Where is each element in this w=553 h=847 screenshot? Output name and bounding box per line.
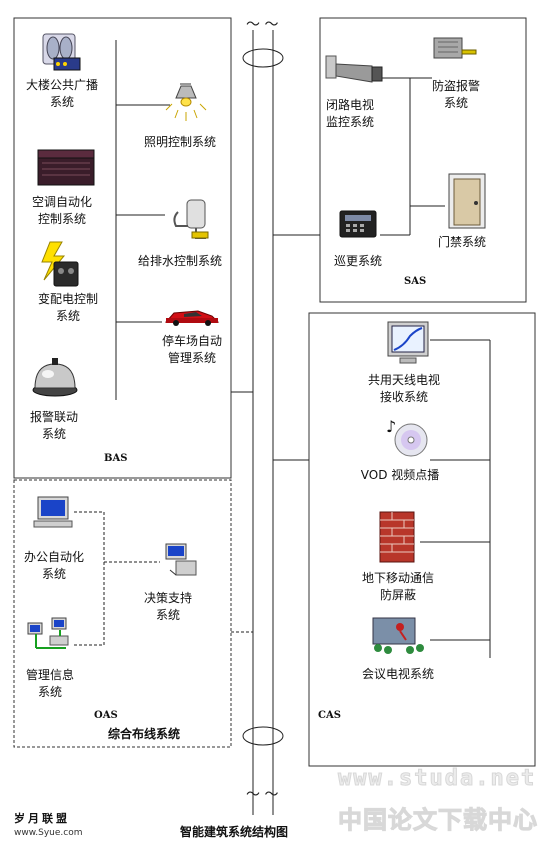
node-conference-line1: 会议电视系统 (361, 667, 435, 681)
node-hvac-line1: 空调自动化 (31, 195, 93, 209)
node-patrol: 巡更系统 (334, 253, 382, 270)
node-broadcast-line1: 大楼公共广播 (25, 78, 99, 92)
music-disc-icon: ♪ (386, 417, 428, 457)
bus-break-bottom: ～ ～ (246, 787, 279, 803)
node-decision: 决策支持 系统 (144, 590, 192, 624)
oas-box (13, 479, 232, 748)
node-conference: 会议电视系统 (362, 666, 434, 683)
burglar-alarm-icon (433, 37, 477, 59)
node-broadcast: 大楼公共广播 系统 (26, 77, 98, 111)
node-broadcast-line2: 系统 (49, 95, 75, 109)
group-label-oas: OAS (94, 710, 118, 721)
logo-url: www.Syue.com (14, 828, 83, 838)
watermark-url: www.studa.net (337, 766, 537, 792)
water-pump-icon (173, 199, 209, 239)
node-lighting-line1: 照明控制系统 (143, 135, 217, 149)
node-power: 变配电控制 系统 (38, 291, 98, 325)
node-cctv-line1: 闭路电视 (325, 98, 375, 112)
node-decision-line1: 决策支持 (143, 591, 193, 605)
node-parking-line2: 管理系统 (167, 351, 217, 365)
diagram-caption: 智能建筑系统结构图 (179, 825, 289, 839)
network-computers-icon (27, 617, 69, 649)
alarm-bell-icon (32, 358, 78, 397)
cas-box (308, 312, 536, 767)
watermark-site-name: 中国论文下载中心 (338, 806, 538, 835)
bus-break-top: ～ ～ (246, 17, 279, 33)
node-vod-line1: VOD 视频点播 (360, 468, 440, 482)
oas-connectors (74, 511, 253, 646)
node-alarm-link-line1: 报警联动 (29, 410, 79, 424)
brick-wall-icon (379, 511, 415, 563)
node-burglar-line2: 系统 (443, 96, 469, 110)
node-alarm-link: 报警联动 系统 (30, 409, 78, 443)
node-cctv: 闭路电视 监控系统 (326, 97, 374, 131)
node-decision-line2: 系统 (155, 608, 181, 622)
node-parking: 停车场自动 管理系统 (162, 333, 222, 367)
bas-box (13, 17, 232, 479)
broadcast-icon (42, 33, 81, 71)
patrol-reader-icon (339, 210, 377, 238)
node-antenna-line1: 共用天线电视 (367, 373, 441, 387)
cabling-label: 综合布线系统 (108, 727, 181, 741)
sas-connectors (273, 77, 445, 236)
bus-ring-top (242, 48, 284, 68)
node-patrol-line1: 巡更系统 (333, 254, 383, 268)
node-mobile-line2: 防屏蔽 (379, 588, 417, 602)
node-mobile-line1: 地下移动通信 (361, 571, 435, 585)
node-antenna: 共用天线电视 接收系统 (368, 372, 440, 406)
air-conditioner-icon (37, 149, 95, 186)
node-alarm-link-line2: 系统 (41, 427, 67, 441)
node-office-line2: 系统 (41, 567, 67, 581)
node-burglar-line1: 防盗报警 (431, 79, 481, 93)
sports-car-icon (164, 310, 220, 326)
group-label-sas: SAS (404, 276, 427, 287)
node-office: 办公自动化 系统 (24, 549, 84, 583)
node-power-line1: 变配电控制 (37, 292, 99, 306)
office-computer-icon (33, 496, 73, 528)
cctv-camera-icon (325, 55, 383, 83)
node-mobile: 地下移动通信 防屏蔽 (362, 570, 434, 604)
decision-support-icon (165, 543, 197, 576)
node-antenna-line2: 接收系统 (379, 390, 429, 404)
node-hvac: 空调自动化 控制系统 (32, 194, 92, 228)
cas-connectors (273, 339, 491, 658)
power-distribution-icon (41, 241, 79, 287)
node-power-line2: 系统 (55, 309, 81, 323)
node-burglar: 防盗报警 系统 (432, 78, 480, 112)
door-icon (448, 173, 486, 229)
node-water-line1: 给排水控制系统 (137, 254, 223, 268)
node-access: 门禁系统 (438, 234, 486, 251)
group-label-cas: CAS (318, 710, 341, 721)
node-cctv-line2: 监控系统 (325, 115, 375, 129)
node-mis: 管理信息 系统 (26, 667, 74, 701)
logo-text: 岁月联盟 (14, 812, 70, 825)
node-hvac-line2: 控制系统 (37, 212, 87, 226)
television-monitor-icon (387, 321, 429, 364)
node-parking-line1: 停车场自动 (161, 334, 223, 348)
bas-connectors (115, 40, 253, 400)
node-water: 给排水控制系统 (138, 253, 222, 270)
node-mis-line2: 系统 (37, 685, 63, 699)
node-mis-line1: 管理信息 (25, 668, 75, 682)
node-lighting: 照明控制系统 (144, 134, 216, 151)
node-office-line1: 办公自动化 (23, 550, 85, 564)
node-vod: VOD 视频点播 (361, 467, 440, 484)
node-access-line1: 门禁系统 (437, 235, 487, 249)
sas-box (319, 17, 527, 303)
group-label-bas: BAS (104, 453, 128, 464)
bus-ring-bottom (242, 726, 284, 746)
video-conference-icon (372, 617, 424, 654)
svg-text:♪: ♪ (386, 417, 396, 436)
lamp-icon (165, 83, 207, 121)
